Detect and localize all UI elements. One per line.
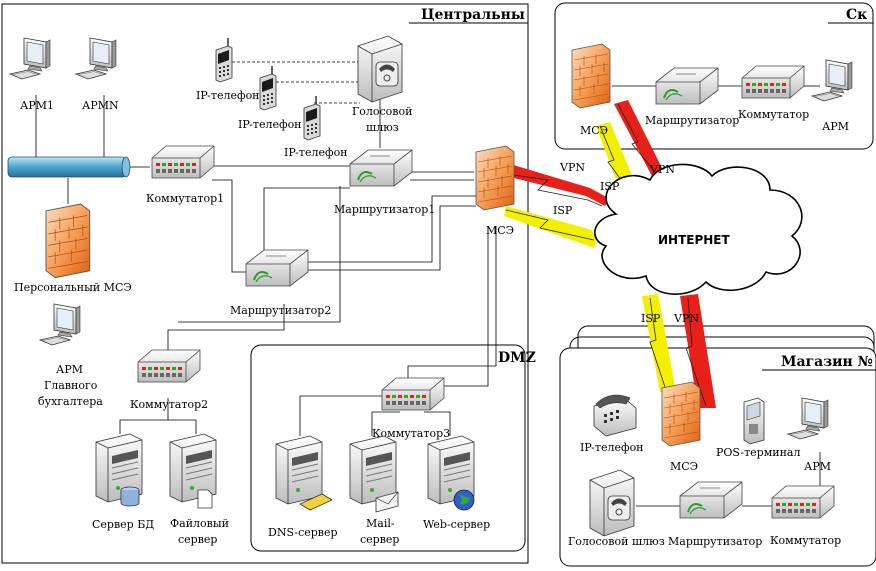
database-icon [120, 486, 140, 507]
shop-apm-label: АРМ [804, 460, 831, 473]
desk-phone-icon [593, 394, 637, 437]
mail-server-label-2: сервер [360, 533, 399, 546]
dmz-frame [250, 344, 526, 552]
switch1-label: Коммутатор1 [146, 192, 224, 205]
warehouse-switch-label: Коммутатор [738, 108, 809, 121]
personal-firewall-icon [45, 203, 91, 279]
file-icon [197, 489, 213, 509]
vpn-label-shop: VPN [673, 312, 699, 325]
internet-label: ИНТЕРНЕТ [658, 233, 731, 247]
shop-ip-phone-label: IP-телефон [580, 441, 644, 454]
central-office-title: Центральны [421, 7, 525, 23]
voice-gateway-label-1: Голосовой [352, 105, 412, 118]
workstation-apm1-icon [9, 37, 51, 80]
central-office-frame [1, 3, 529, 564]
ip-phone-a-label: IP-телефон [196, 89, 260, 102]
ip-phone-a-icon [215, 37, 233, 83]
dns-server-label: DNS-сервер [268, 526, 338, 539]
warehouse-router-icon [655, 67, 719, 105]
switch3-label: Коммутатор3 [372, 427, 450, 440]
router2-icon [245, 249, 309, 287]
isp-label-warehouse: ISP [600, 180, 620, 193]
shop-voice-gateway-icon [589, 469, 635, 537]
router1-label: Маршрутизатор1 [334, 203, 435, 216]
wan-links [504, 100, 716, 408]
apmn-label: АРМN [82, 99, 119, 112]
switch1-icon [151, 145, 215, 179]
vpn-label-central: VPN [559, 161, 585, 174]
router2-label: Маршрутизатор2 [230, 304, 331, 317]
switch2-label: Коммутатор2 [130, 398, 208, 411]
ip-phone-c-icon [303, 95, 321, 141]
isp-label-shop: ISP [641, 312, 661, 325]
mail-server-label-1: Mail- [366, 517, 395, 530]
shop-switch-icon [771, 485, 835, 519]
voice-gateway-icon [357, 35, 403, 103]
connection-lines [35, 61, 497, 436]
apm1-label: АРМ1 [20, 99, 54, 112]
warehouse-frame [554, 2, 874, 150]
router1-icon [349, 149, 413, 187]
shop-switch-label: Коммутатор [770, 534, 841, 547]
shop-firewall-icon [661, 381, 701, 447]
chief-accountant-label-3: бухгалтера [38, 395, 103, 408]
warehouse-switch-icon [741, 65, 805, 99]
switch2-icon [137, 349, 201, 383]
ip-phone-b-label: IP-телефон [238, 118, 302, 131]
isp-label-central: ISP [553, 204, 573, 217]
chief-accountant-label-1: АРМ [56, 363, 83, 376]
central-firewall-label: МСЭ [486, 224, 514, 237]
shop-lines [636, 452, 821, 507]
personal-firewall-label: Персональный МСЭ [14, 281, 132, 294]
warehouse-apm-icon [811, 59, 853, 102]
file-server-label-2: сервер [178, 533, 217, 546]
workstation-chief-accountant-icon [39, 303, 81, 346]
shop-title: Магазин № [781, 354, 873, 370]
warehouse-apm-label: АРМ [822, 120, 849, 133]
vpn-label-warehouse: VPN [649, 163, 675, 176]
dmz-title: DMZ [498, 350, 536, 366]
dns-server-icon [275, 435, 323, 505]
ip-phone-c-label: IP-телефон [284, 146, 348, 159]
warehouse-router-label: Маршрутизатор [645, 114, 739, 127]
switch3-icon [381, 377, 445, 411]
ip-phone-b-icon [259, 65, 277, 111]
globe-icon [453, 489, 475, 511]
pos-terminal-icon [743, 397, 765, 445]
web-server-label: Web-сервер [423, 518, 490, 531]
internet-cloud: ИНТЕРНЕТ [594, 163, 803, 295]
shop-router-label: Маршрутизатор [668, 535, 762, 548]
envelope-icon [375, 491, 399, 513]
db-server-label: Сервер БД [92, 518, 154, 531]
warehouse-title: Ск [846, 7, 867, 23]
shop-firewall-label: МСЭ [670, 460, 698, 473]
workstation-apmn-icon [75, 37, 117, 80]
central-firewall-icon [475, 145, 515, 211]
warehouse-firewall-icon [571, 43, 611, 109]
warehouse-firewall-label: МСЭ [580, 124, 608, 137]
mail-server-icon [349, 435, 397, 505]
dns-device-icon [299, 493, 333, 511]
file-server-label-1: Файловый [170, 517, 229, 530]
network-bus [7, 156, 131, 178]
chief-accountant-label-2: Главного [44, 379, 98, 392]
shop-voice-gateway-label: Голосовой шлюз [568, 535, 665, 548]
voice-gateway-label-2: шлюз [366, 121, 399, 134]
pos-terminal-label: POS-терминал [716, 446, 800, 459]
